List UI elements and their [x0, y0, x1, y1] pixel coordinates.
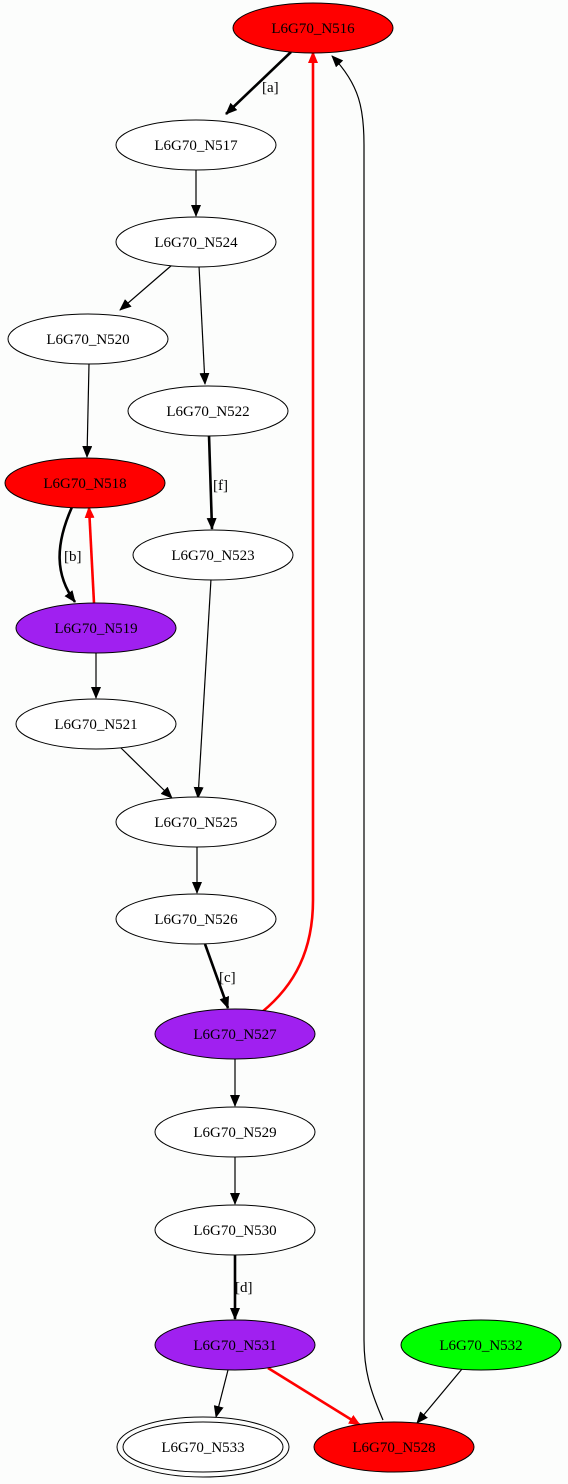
edge-n524-n520 — [119, 264, 173, 311]
edge-n527-n516 — [261, 51, 318, 1014]
node-label-n517: L6G70_N517 — [154, 138, 238, 154]
node-label-n529: L6G70_N529 — [193, 1125, 276, 1141]
node-n531[interactable]: L6G70_N531 — [154, 1319, 316, 1371]
node-n525[interactable]: L6G70_N525 — [115, 796, 277, 848]
node-n529[interactable]: L6G70_N529 — [154, 1106, 316, 1158]
edge-n532-n528 — [416, 1368, 463, 1424]
node-label-n520: L6G70_N520 — [46, 332, 129, 348]
edge-n528-n516 — [331, 55, 384, 1421]
edges: [a] [f] [b] — [58, 51, 463, 1427]
node-label-n522: L6G70_N522 — [166, 404, 249, 420]
edge-n519-n518 — [84, 506, 96, 604]
node-label-n528: L6G70_N528 — [352, 1440, 435, 1456]
node-label-n526: L6G70_N526 — [154, 912, 238, 928]
nodes: L6G70_N516 L6G70_N517 L6G70_N524 L6G70_N… — [4, 2, 562, 1478]
node-label-n530: L6G70_N530 — [193, 1223, 276, 1239]
node-n524[interactable]: L6G70_N524 — [115, 216, 277, 268]
node-n527[interactable]: L6G70_N527 — [154, 1008, 316, 1060]
node-n517[interactable]: L6G70_N517 — [115, 119, 277, 171]
node-label-n521: L6G70_N521 — [54, 717, 137, 733]
edge-n522-n523: [f] — [206, 434, 228, 530]
node-n530[interactable]: L6G70_N530 — [154, 1204, 316, 1256]
edge-n524-n522 — [198, 265, 210, 385]
node-n521[interactable]: L6G70_N521 — [15, 698, 177, 750]
node-label-n519: L6G70_N519 — [54, 621, 137, 637]
node-n532[interactable]: L6G70_N532 — [400, 1319, 562, 1371]
edge-label-c: [c] — [219, 970, 236, 986]
node-n528[interactable]: L6G70_N528 — [313, 1421, 475, 1473]
node-n516[interactable]: L6G70_N516 — [232, 2, 394, 54]
edge-n526-n527: [c] — [203, 943, 236, 1009]
edge-n521-n525 — [119, 746, 173, 799]
node-n518[interactable]: L6G70_N518 — [4, 457, 166, 509]
edge-n520-n518 — [82, 363, 93, 458]
node-label-n532: L6G70_N532 — [439, 1338, 522, 1354]
edge-n516-n517: [a] — [225, 51, 292, 115]
edge-label-b: [b] — [64, 549, 82, 565]
node-label-n523: L6G70_N523 — [171, 548, 254, 564]
edge-label-d: [d] — [235, 1280, 253, 1296]
node-n520[interactable]: L6G70_N520 — [7, 313, 169, 365]
edge-n518-n519: [b] — [58, 506, 82, 603]
node-label-n525: L6G70_N525 — [154, 815, 237, 831]
node-label-n524: L6G70_N524 — [154, 235, 238, 251]
node-n522[interactable]: L6G70_N522 — [127, 385, 289, 437]
edge-label-a: [a] — [262, 80, 279, 96]
node-n533[interactable]: L6G70_N533 — [116, 1416, 290, 1478]
node-n526[interactable]: L6G70_N526 — [115, 893, 277, 945]
edge-label-f: [f] — [213, 478, 228, 494]
node-label-n518: L6G70_N518 — [43, 476, 126, 492]
node-label-n531: L6G70_N531 — [193, 1338, 276, 1354]
edge-n523-n525 — [193, 578, 212, 799]
edge-n531-n533 — [213, 1369, 229, 1418]
node-label-n533: L6G70_N533 — [161, 1440, 244, 1456]
node-n523[interactable]: L6G70_N523 — [132, 529, 294, 581]
node-n519[interactable]: L6G70_N519 — [15, 602, 177, 654]
node-label-n527: L6G70_N527 — [193, 1027, 277, 1043]
node-label-n516: L6G70_N516 — [271, 21, 355, 37]
edge-n530-n531: [d] — [230, 1255, 253, 1320]
edge-n531-n528 — [267, 1366, 361, 1427]
